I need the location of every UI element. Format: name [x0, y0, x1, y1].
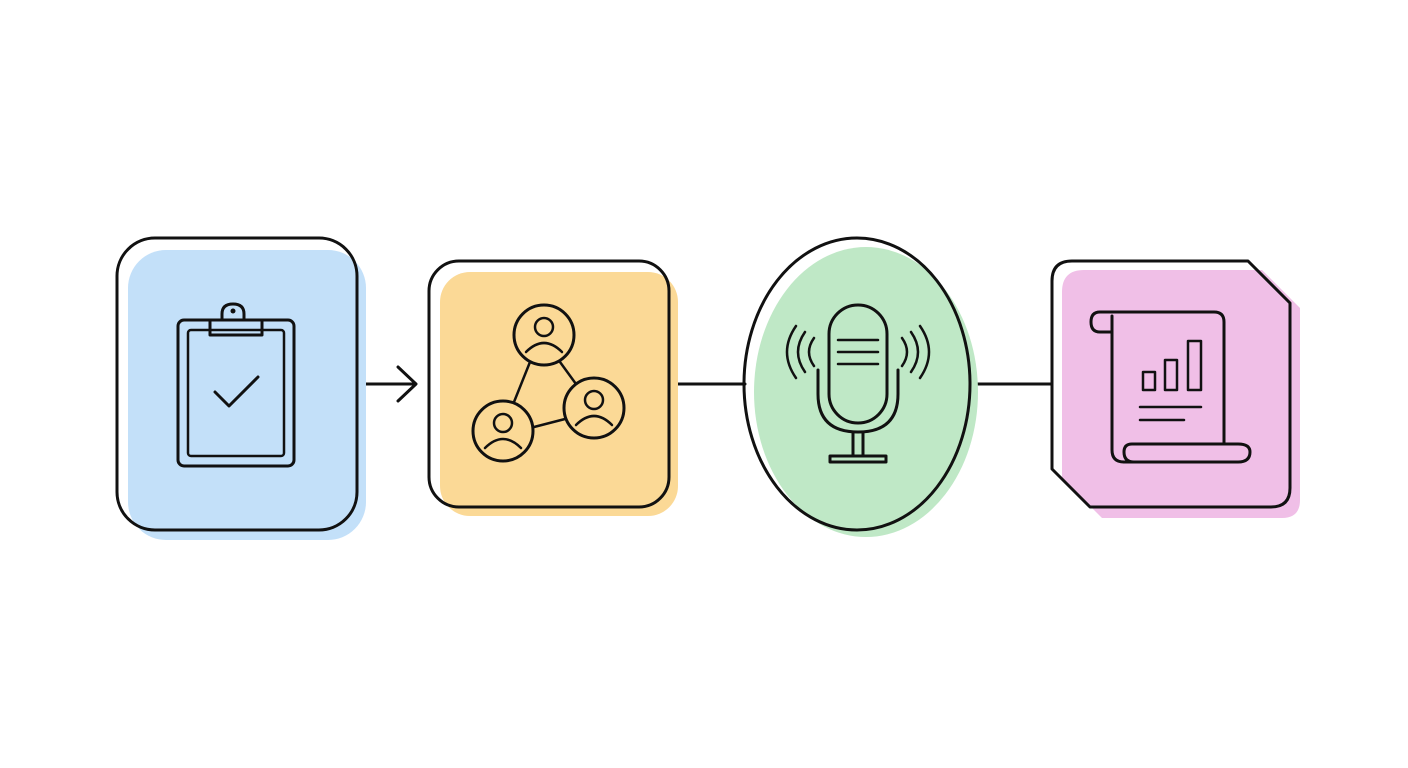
microphone-icon	[785, 303, 931, 464]
step-checklist	[115, 236, 366, 540]
step-network	[427, 259, 678, 516]
report-bar-1	[1141, 370, 1157, 392]
step-voice-outline	[742, 236, 972, 532]
step-report-outline	[1050, 259, 1292, 509]
step-voice-fill	[754, 247, 978, 537]
people-network-icon	[471, 303, 626, 463]
step-checklist-outline	[115, 236, 359, 532]
report-scroll-icon	[1089, 310, 1252, 464]
step-report	[1050, 259, 1300, 518]
clipboard-check-icon	[176, 302, 296, 468]
sound-waves-right-icon	[900, 324, 931, 380]
step-network-fill	[440, 272, 678, 516]
step-network-outline	[427, 259, 671, 509]
step-checklist-fill	[128, 250, 366, 540]
report-bar-2	[1163, 358, 1179, 392]
step-voice	[742, 236, 978, 537]
step-report-fill	[1062, 270, 1300, 518]
person-top-icon	[512, 303, 576, 367]
person-left-icon	[471, 399, 535, 463]
sound-waves-left-icon	[785, 324, 816, 380]
connector-checklist-to-network	[355, 365, 418, 403]
report-bar-3	[1186, 339, 1203, 392]
arrowhead-icon	[396, 365, 418, 403]
person-right-icon	[562, 376, 626, 440]
